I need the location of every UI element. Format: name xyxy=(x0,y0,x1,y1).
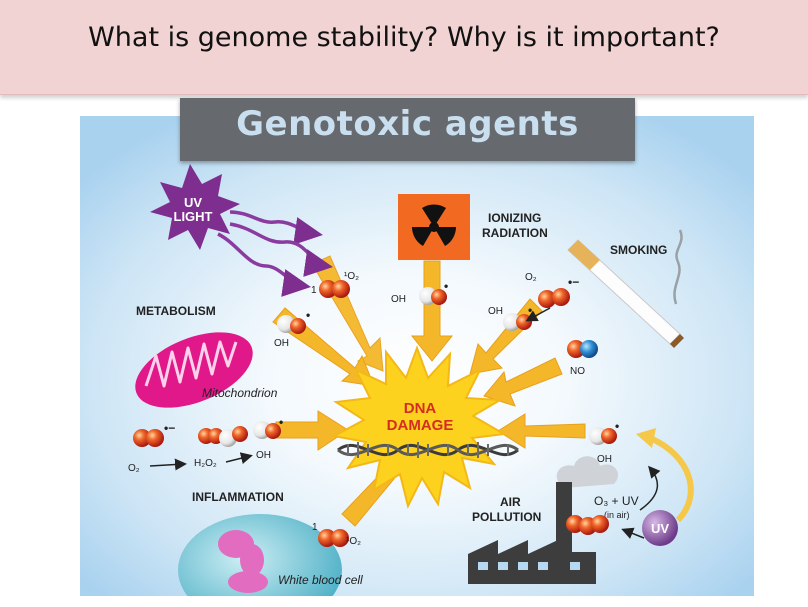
air-label-2: POLLUTION xyxy=(472,510,541,524)
h2o2-label: H₂O₂ xyxy=(194,458,217,469)
o2-to-h2o2-arrow xyxy=(149,458,187,471)
species-labels: 1 ¹O₂ OH OH O₂ OH NO O₂ H₂O₂ OH OH 1 ¹O₂ xyxy=(128,271,612,547)
mitochondrion-label: Mitochondrion xyxy=(202,386,278,400)
uv-light-label-1: UV xyxy=(184,195,202,210)
svg-text:•: • xyxy=(279,415,283,429)
uv-to-oh-arrowhead xyxy=(636,428,656,448)
o3-to-oh-arrow xyxy=(639,465,661,511)
o3-uv-label: O₃ + UV xyxy=(594,494,639,508)
white-blood-cell-icon xyxy=(178,514,342,596)
uv-rays xyxy=(217,210,333,297)
radical-dots: • • • • • •− •− xyxy=(164,275,619,435)
uv-light-label-2: LIGHT xyxy=(174,209,213,224)
o2-to-oh-arrow xyxy=(525,307,551,322)
molecules xyxy=(133,280,617,547)
ionizing-label-2: RADIATION xyxy=(482,226,548,240)
one-label-top: 1 xyxy=(311,285,317,296)
slide-title: What is genome stability? Why is it impo… xyxy=(88,22,720,53)
oh-label-air: OH xyxy=(597,454,612,465)
oh-label-radiation: OH xyxy=(391,294,406,305)
center-label-line1: DNA xyxy=(404,400,437,417)
oh-label-left: OH xyxy=(256,450,271,461)
smoking-label: SMOKING xyxy=(610,243,667,257)
inflammation-label: INFLAMMATION xyxy=(192,490,284,504)
uv-to-oh-arrow xyxy=(648,435,694,523)
cigarette-icon xyxy=(567,229,684,348)
singlet-o2-label-top: ¹O₂ xyxy=(344,271,359,282)
ionizing-radiation-icon xyxy=(398,194,470,260)
center-label-line2: DAMAGE xyxy=(387,417,454,434)
no-label: NO xyxy=(570,366,585,377)
uv-light-star-icon xyxy=(150,164,240,250)
svg-text:•: • xyxy=(528,303,532,317)
o2-label-left: O₂ xyxy=(128,463,140,474)
oh-label-right: OH xyxy=(488,306,503,317)
in-air-label: (in air) xyxy=(604,510,630,520)
figure-title-banner: Genotoxic agents xyxy=(180,98,635,161)
singlet-o2-label-bottom: ¹O₂ xyxy=(346,536,361,547)
slide-header: What is genome stability? Why is it impo… xyxy=(0,0,808,95)
genotoxic-agents-figure: DNA DAMAGE UV LIGHT IONIZING RADIATION S… xyxy=(80,116,754,596)
svg-text:•: • xyxy=(306,308,310,322)
h2o2-to-oh-arrow xyxy=(225,452,253,465)
svg-text:•: • xyxy=(615,419,619,433)
dna-helix-icon xyxy=(337,442,519,458)
factory-icon xyxy=(468,456,619,584)
oh-label-metabolism: OH xyxy=(274,338,289,349)
uv-to-molecule-arrow xyxy=(621,527,645,539)
one-label-bottom: 1 xyxy=(312,522,318,533)
figure-canvas: DNA DAMAGE UV LIGHT IONIZING RADIATION S… xyxy=(80,116,754,596)
svg-text:•−: •− xyxy=(568,275,579,289)
svg-text:•: • xyxy=(444,279,448,293)
air-label-1: AIR xyxy=(500,495,521,509)
dna-damage-sunburst xyxy=(331,345,508,509)
metabolism-label: METABOLISM xyxy=(136,304,216,318)
uv-circle-label: UV xyxy=(651,521,669,536)
uv-circle-icon xyxy=(642,510,678,546)
figure-title: Genotoxic agents xyxy=(236,104,579,144)
ionizing-label-1: IONIZING xyxy=(488,211,541,225)
mitochondrion-icon xyxy=(135,332,253,408)
white-blood-cell-label: White blood cell xyxy=(278,573,363,587)
svg-text:•−: •− xyxy=(164,421,175,435)
o2-label-right: O₂ xyxy=(525,272,537,283)
